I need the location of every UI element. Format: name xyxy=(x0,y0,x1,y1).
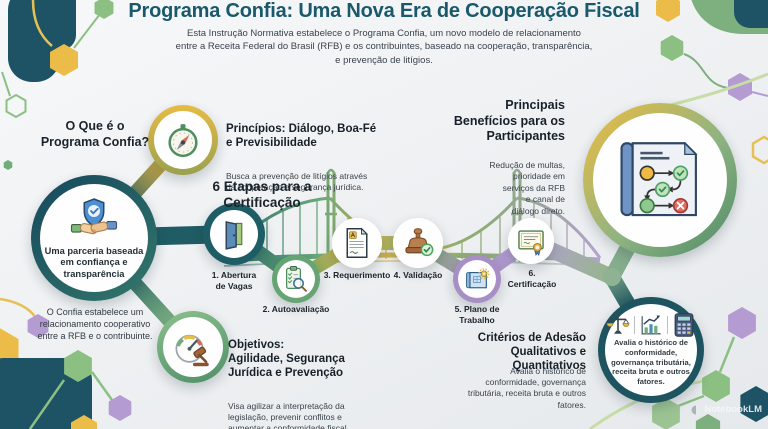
step-node-requerimento xyxy=(332,218,382,268)
step-label-1: 1. Abertura de Vagas xyxy=(211,270,257,291)
page-title: Programa Confia: Uma Nova Era de Coopera… xyxy=(128,0,640,22)
divider xyxy=(634,315,635,334)
benefits-node xyxy=(583,103,737,257)
step-label-4: 4. Validação xyxy=(393,270,443,280)
benefits-heading: Principais Benefícios para os Participan… xyxy=(453,98,565,144)
watermark: NotebookLM xyxy=(691,404,762,415)
what-is-heading: O Que é o Programa Confia? xyxy=(40,119,150,149)
calculator-icon xyxy=(674,313,694,337)
document-a-icon xyxy=(346,227,368,258)
steps-heading: 6 Etapas para a Certificação xyxy=(212,179,312,211)
page-subtitle: Esta Instrução Normativa estabelece o Pr… xyxy=(175,28,593,66)
scales-icon xyxy=(606,314,630,334)
step-node-validacao xyxy=(393,218,443,268)
step-label-6: 6. Certificação xyxy=(507,268,557,289)
criteria-circle-text: Avalia o histórico de conformidade, gove… xyxy=(611,337,691,387)
stamp-check-icon xyxy=(405,228,434,257)
principles-text: Princípios: Diálogo, Boa-Fé e Previsibil… xyxy=(226,104,426,211)
header: Programa Confia: Uma Nova Era de Coopera… xyxy=(0,0,768,67)
certificate-icon xyxy=(518,230,544,257)
notebooklm-logo-icon xyxy=(691,405,701,414)
benefits-body: Redução de multas, prioridade em serviço… xyxy=(489,160,565,216)
partnership-text: Uma parceria baseada em confiança e tran… xyxy=(44,245,144,279)
process-flow-document-icon xyxy=(620,141,698,217)
criteria-icons xyxy=(606,313,696,337)
step-label-5: 5. Plano de Trabalho xyxy=(454,304,500,325)
watermark-label: NotebookLM xyxy=(704,404,762,415)
divider xyxy=(667,315,668,334)
objectives-heading: Objetivos: Agilidade, Segurança Jurídica… xyxy=(228,339,345,380)
criteria-heading: Critérios de Adesão Qualitativos e Quant… xyxy=(477,332,586,373)
partnership-node: Uma parceria baseada em confiança e tran… xyxy=(31,175,157,301)
handshake-shield-icon xyxy=(70,197,118,234)
what-is-note: O Confia estabelece um relacionamento co… xyxy=(37,307,153,342)
criteria-body: Avalia o histórico de conformidade, gove… xyxy=(467,366,586,410)
criteria-node: Avalia o histórico de conformidade, gove… xyxy=(598,297,704,403)
step-node-certificacao xyxy=(508,218,554,264)
growth-chart-icon xyxy=(641,315,661,335)
objectives-body: Visa agilizar a interpretação da legisla… xyxy=(228,401,349,429)
checklist-magnifier-icon xyxy=(286,266,307,292)
principles-body: Busca a prevenção de litígios através da… xyxy=(226,171,368,193)
step-label-2: 2. Autoavaliação xyxy=(262,304,330,314)
objectives-text: Objetivos: Agilidade, Segurança Jurídica… xyxy=(228,320,428,429)
compass-icon xyxy=(168,124,198,158)
step-node-abertura xyxy=(203,203,265,265)
open-door-icon xyxy=(225,221,243,250)
principles-heading: Princípios: Diálogo, Boa-Fé e Previsibil… xyxy=(226,123,377,150)
